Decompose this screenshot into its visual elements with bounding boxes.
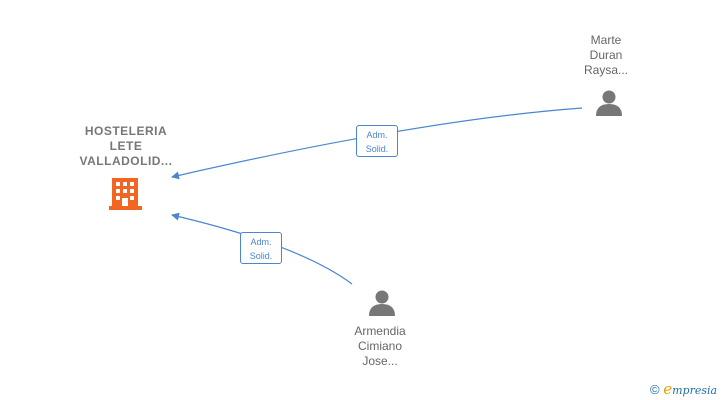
- person-name-line: Marte: [590, 33, 622, 47]
- role-badge[interactable]: Adm. Solid.: [240, 232, 282, 264]
- company-name-line: LETE: [109, 139, 143, 153]
- person-icon[interactable]: [369, 290, 395, 317]
- person-name-line: Jose...: [362, 354, 398, 368]
- person-icon[interactable]: [596, 90, 622, 117]
- role-line: Adm.: [250, 237, 272, 247]
- role-line: Adm.: [366, 130, 388, 140]
- company-name-line: VALLADOLID...: [79, 154, 173, 168]
- person-name[interactable]: Armendia Cimiano Jose...: [330, 324, 430, 369]
- building-icon[interactable]: [109, 178, 142, 210]
- person-name-line: Cimiano: [357, 339, 402, 353]
- edge-person1-to-company: [171, 107, 583, 180]
- person-name-line: Raysa...: [583, 63, 628, 77]
- copyright-symbol: ©: [650, 382, 660, 397]
- company-name-line: HOSTELERIA: [84, 124, 168, 138]
- role-line: Solid.: [249, 251, 273, 261]
- person-name-line: Armendia: [354, 324, 406, 338]
- person-name[interactable]: Marte Duran Raysa...: [556, 33, 656, 78]
- logo-initial: e: [663, 380, 673, 398]
- empresia-logo[interactable]: © empresia: [650, 380, 717, 398]
- company-name[interactable]: HOSTELERIA LETE VALLADOLID...: [56, 124, 196, 169]
- role-badge[interactable]: Adm. Solid.: [356, 125, 398, 157]
- role-line: Solid.: [365, 144, 389, 154]
- logo-text: mpresia: [672, 384, 718, 397]
- person-name-line: Duran: [589, 48, 623, 62]
